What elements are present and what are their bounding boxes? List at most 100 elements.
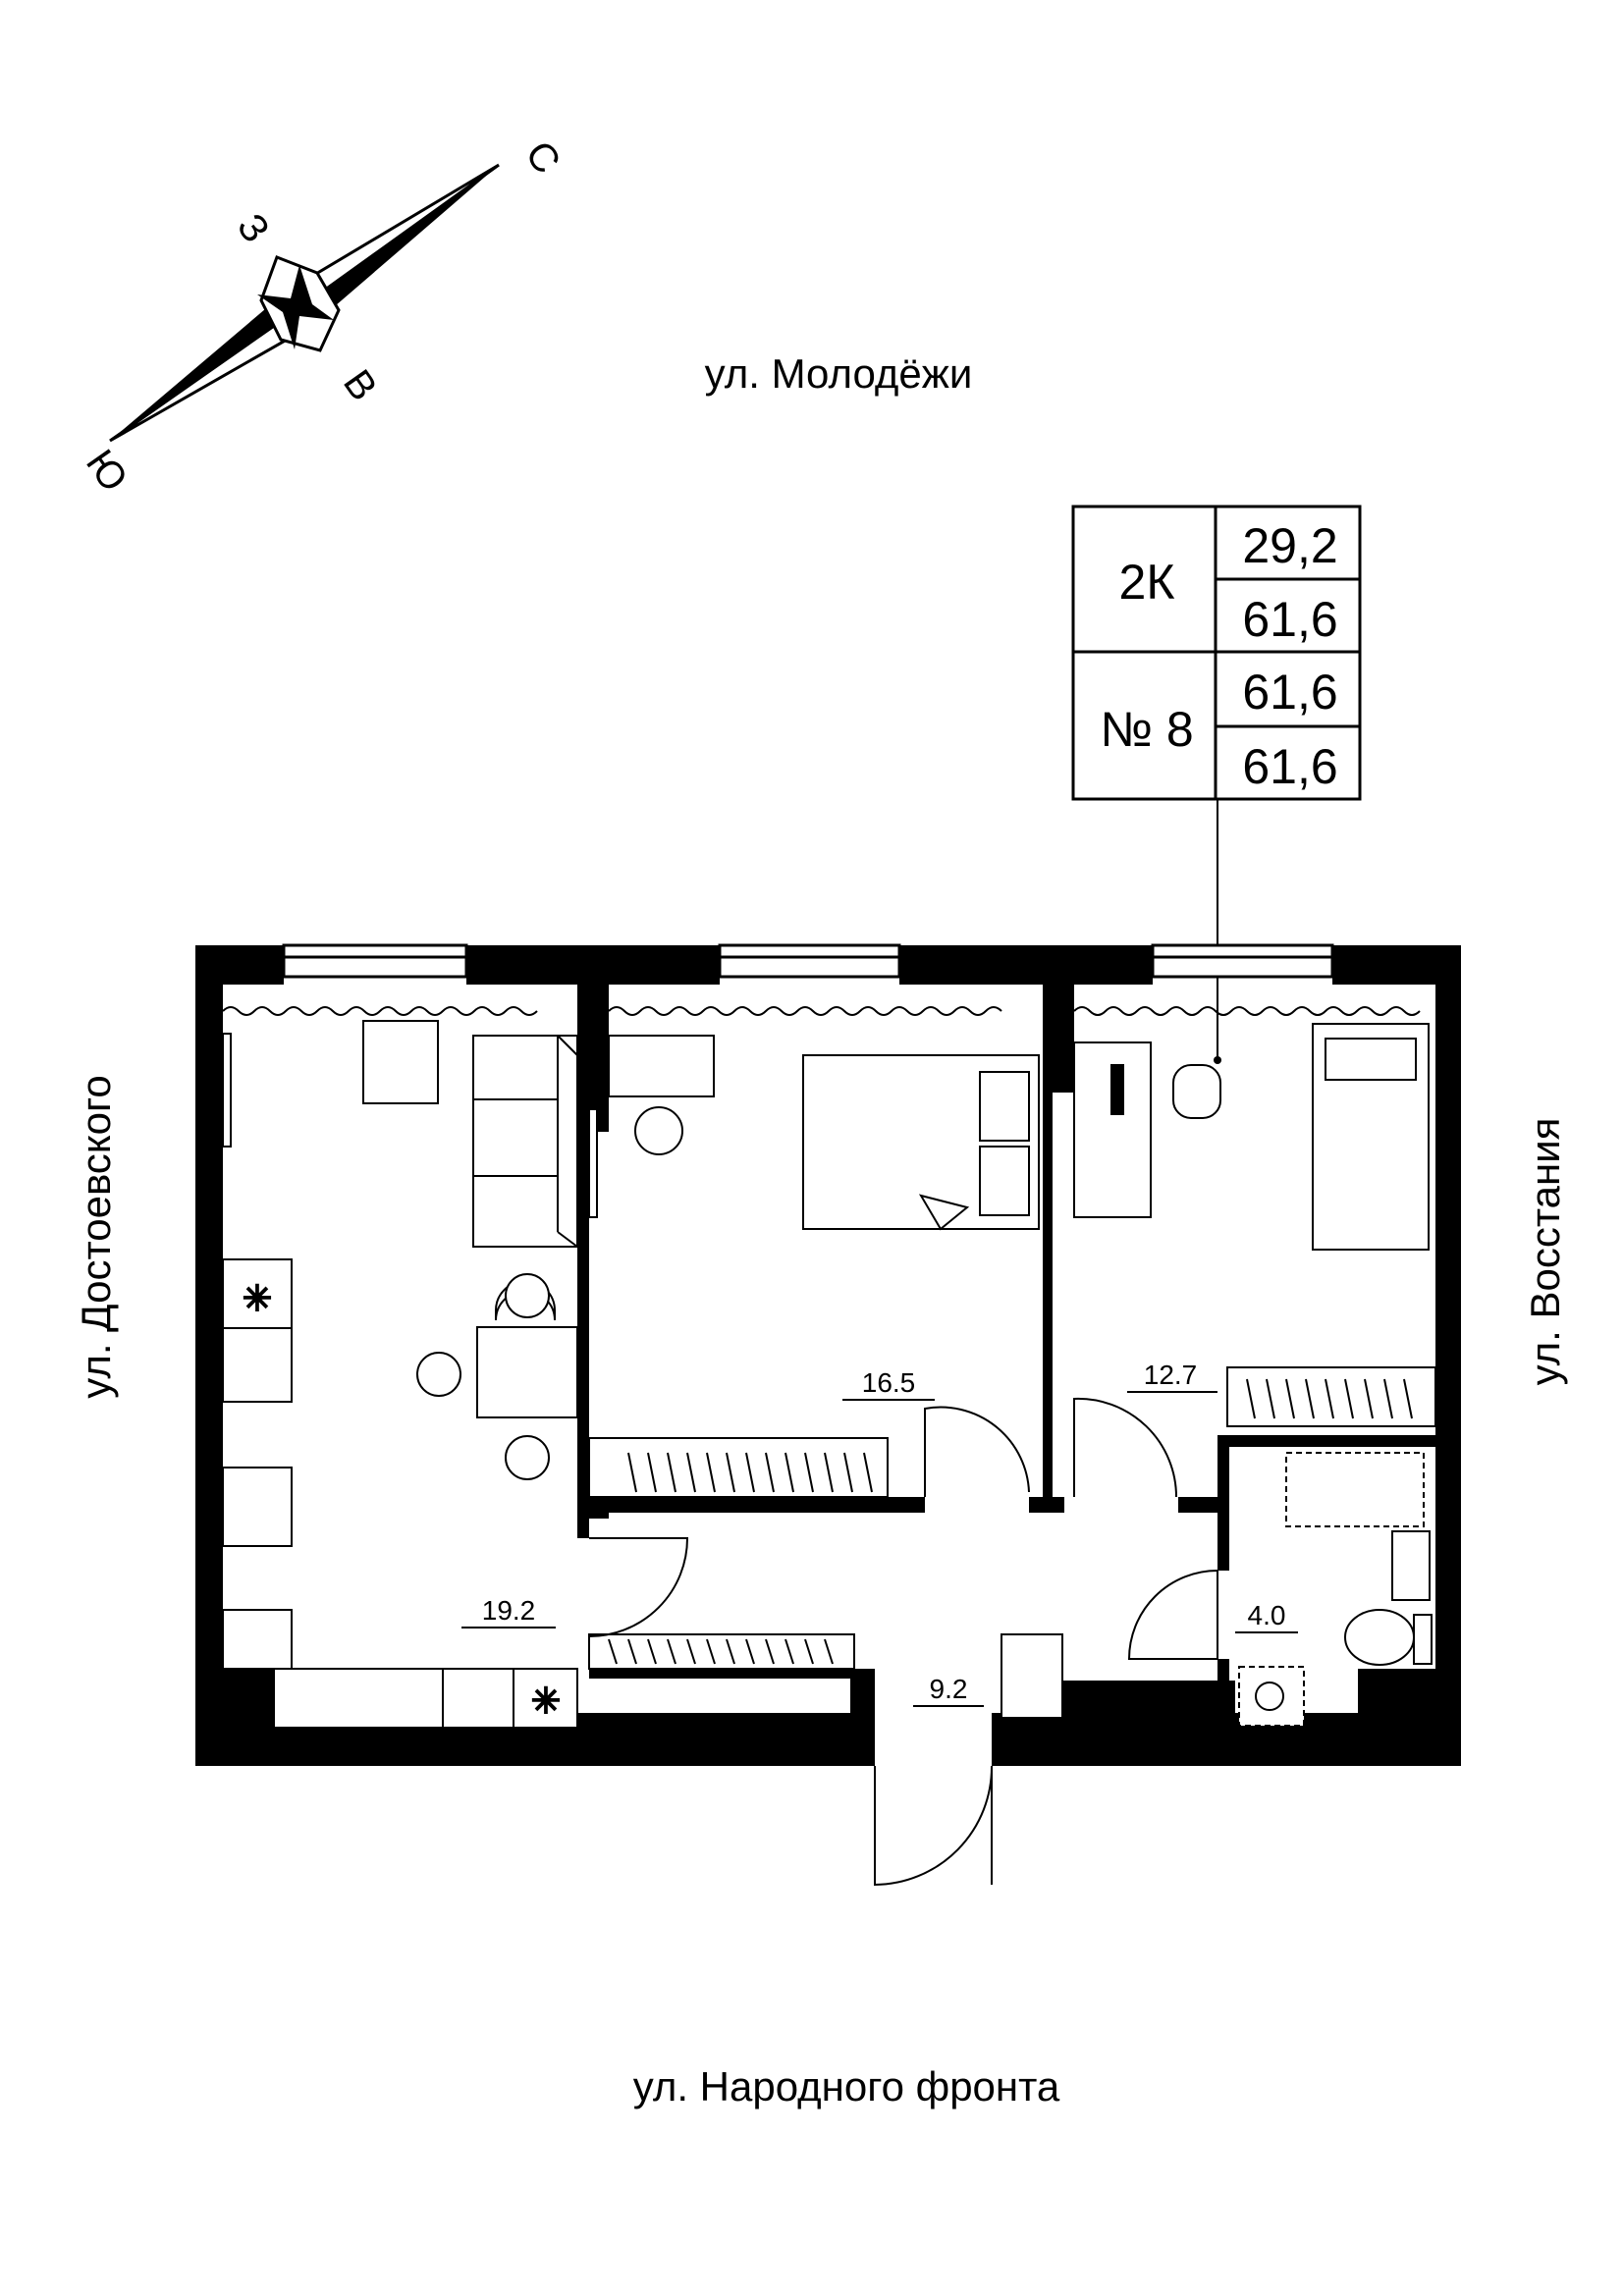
compass-north-letter: С: [516, 133, 568, 182]
apartment-number: № 8: [1100, 702, 1193, 757]
wardrobe-bedroom-1: [588, 1437, 889, 1498]
wardrobe-bedroom-1-side: [588, 1108, 598, 1218]
single-bed-pillow: [1325, 1038, 1417, 1081]
curtain-2: [608, 1006, 1002, 1016]
curtain-1: [222, 1006, 538, 1016]
wall-hall-stub: [850, 1669, 875, 1728]
sofa-arm-bottom: [557, 1231, 578, 1248]
wall-left: [195, 945, 223, 1766]
compass-rose: С Ю З В: [78, 133, 568, 500]
compass-needle-south: [110, 293, 297, 441]
street-south-label: ул. Народного фронта: [633, 2063, 1060, 2109]
apartment-total-area: 61,6: [1242, 592, 1337, 647]
compass-star-center: [257, 265, 334, 349]
coffee-table: [362, 1020, 439, 1104]
street-north-label: ул. Молодёжи: [705, 350, 973, 397]
wall-bath-top: [1217, 1435, 1435, 1447]
wall-interior-2: [1043, 985, 1074, 1093]
sink: [1391, 1530, 1431, 1601]
room-area-hall: 9.2: [930, 1674, 968, 1704]
hatch-hall: [608, 1638, 834, 1665]
windows: [282, 943, 1334, 979]
curtains: [222, 1006, 1421, 1016]
street-west-label: ул. Достоевского: [73, 1075, 119, 1398]
wall-interior-1: [577, 985, 609, 1132]
apartment-living-area: 29,2: [1242, 518, 1337, 573]
kitchen-counter-1: [222, 1258, 293, 1329]
walls: [195, 945, 1461, 1766]
desk-bedroom-1: [608, 1035, 715, 1097]
street-east-label: ул. Восстания: [1522, 1118, 1568, 1386]
apartment-info-table: 2К № 8 29,2 61,6 61,6 61,6: [1071, 505, 1362, 801]
wall-top-mid-2: [899, 945, 1153, 985]
wall-corner-bottom-left: [195, 1669, 274, 1728]
room-area-living-kitchen: 19.2: [482, 1595, 536, 1626]
wall-bath-left: [1217, 1435, 1229, 1571]
wall-interior-2b: [1043, 1093, 1053, 1510]
kitchen-counter-2: [222, 1327, 293, 1403]
bed-blanket-fold: [918, 1194, 970, 1231]
bathtub: [1285, 1452, 1425, 1527]
kitchen-counter-4: [222, 1609, 293, 1670]
kitchen-counter-bottom-1: [273, 1668, 444, 1729]
sofa-arm-top: [557, 1035, 578, 1056]
dining-table: [476, 1326, 578, 1418]
wall-interior-1b: [577, 1132, 589, 1507]
wall-corner-bottom-right: [1358, 1669, 1461, 1728]
wall-room2-bottom: [1178, 1497, 1217, 1513]
stove-mark-1: ✳: [243, 1278, 272, 1318]
room-area-bathroom: 4.0: [1248, 1600, 1286, 1630]
wall-living-divider: [577, 1519, 589, 1538]
wall-bedroom-bottom: [589, 1497, 925, 1513]
compass-east-letter: В: [335, 362, 385, 408]
door-bedroom-2: [1073, 1397, 1177, 1498]
toilet-bowl: [1344, 1609, 1415, 1666]
wall-hall-bottom-left: [589, 1669, 854, 1679]
monitor: [1110, 1064, 1124, 1115]
furniture: ✳ ✳: [222, 1020, 1436, 1729]
hall-cabinet: [1001, 1633, 1063, 1719]
wall-right: [1435, 945, 1461, 1766]
curtain-3: [1073, 1006, 1421, 1016]
compass-south-letter: Ю: [78, 442, 135, 499]
sofa: [472, 1035, 578, 1248]
door-living: [588, 1537, 689, 1637]
wall-top-mid-1: [466, 945, 720, 985]
wardrobe-bedroom-2: [1226, 1366, 1436, 1427]
wardrobe-hatching: [608, 1378, 1413, 1665]
room-areas: 19.2 16.5 12.7 9.2 4.0: [461, 1360, 1298, 1707]
kitchen-counter-bottom-3: [513, 1668, 578, 1729]
apartment-area-3: 61,6: [1242, 665, 1337, 720]
wall-bottom-mid: [1058, 1681, 1235, 1728]
wall-bath-left-lower: [1217, 1659, 1229, 1713]
compass-west-letter: З: [229, 206, 278, 250]
room-area-bedroom-2: 12.7: [1144, 1360, 1198, 1390]
room-area-bedroom-1: 16.5: [862, 1367, 916, 1398]
washing-machine-drum: [1255, 1682, 1284, 1711]
window-2: [718, 943, 901, 979]
dining-chair-left-seat: [416, 1352, 461, 1397]
doors: [588, 1397, 1218, 1887]
wall-interior-2c: [1029, 1497, 1064, 1513]
apartment-type: 2К: [1119, 555, 1175, 610]
compass-needle-north: [297, 165, 499, 324]
leader-dot: [1214, 1056, 1221, 1064]
toilet-tank: [1413, 1614, 1433, 1665]
apartment-area-4: 61,6: [1242, 739, 1337, 794]
tv-unit: [222, 1033, 232, 1148]
stool-bedroom-1: [634, 1106, 683, 1155]
dining-chair-bottom-seat: [505, 1435, 550, 1480]
pillow-1: [979, 1071, 1030, 1142]
window-3: [1151, 943, 1334, 979]
hatch-bedroom-2: [1246, 1378, 1413, 1419]
kitchen-counter-3: [222, 1467, 293, 1547]
kitchen-counter-bottom-2: [442, 1668, 514, 1729]
dining-chair-top-seat: [505, 1273, 550, 1318]
hatch-bedroom-1: [627, 1452, 873, 1493]
window-1: [282, 943, 468, 979]
door-entrance: [874, 1765, 994, 1887]
door-bedroom-1: [924, 1406, 1030, 1497]
door-bathroom: [1127, 1570, 1218, 1660]
office-chair: [1172, 1064, 1221, 1119]
